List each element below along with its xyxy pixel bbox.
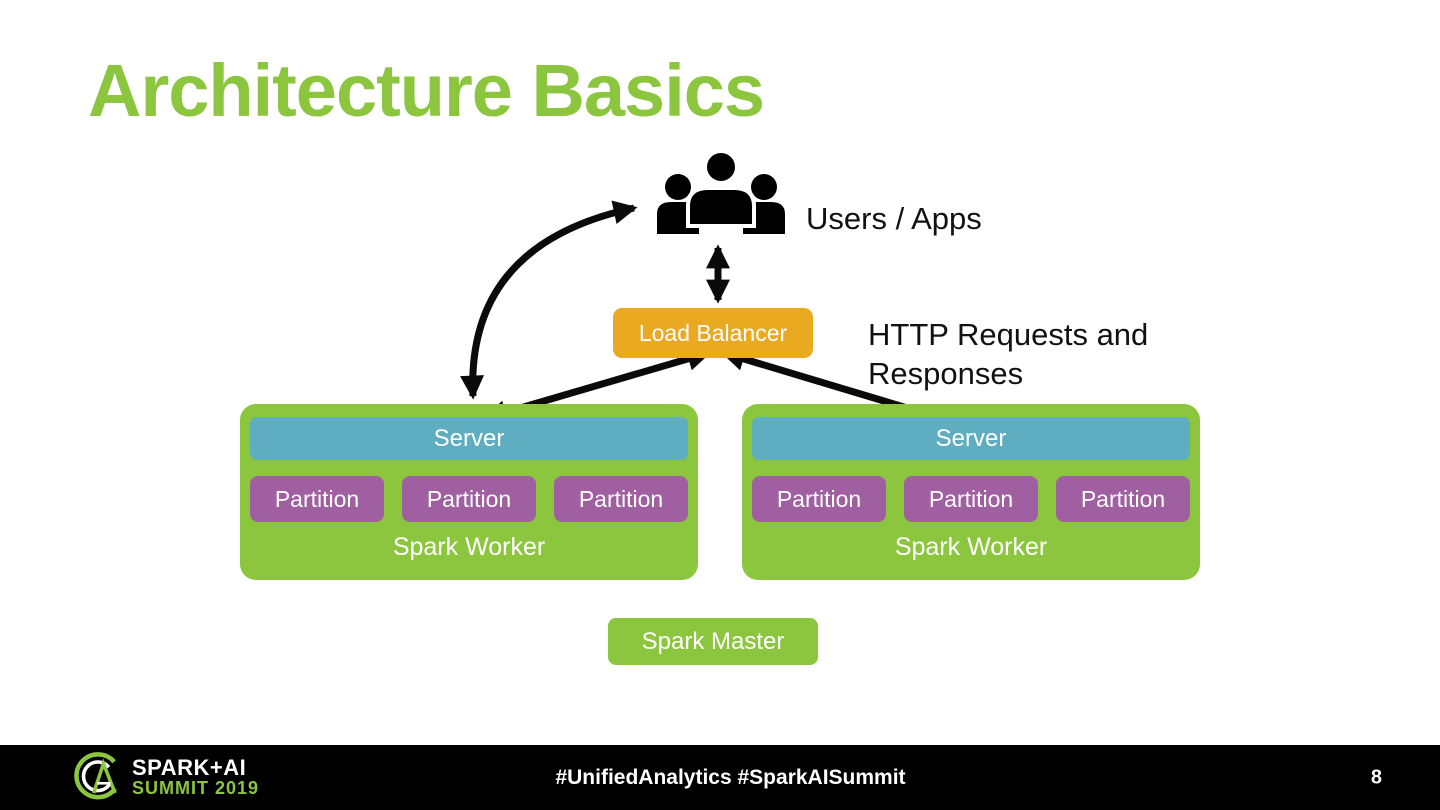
arrow-users-left-server-curved — [460, 200, 638, 400]
partition-box: Partition — [1056, 476, 1190, 522]
partition-row: Partition Partition Partition — [250, 476, 688, 522]
spark-worker-label: Spark Worker — [894, 533, 1048, 561]
logo-summit-2019: SUMMIT 2019 — [132, 778, 260, 799]
footer-hashtags: #UnifiedAnalytics #SparkAISummit — [555, 765, 906, 789]
summit-logo: SPARK+AI SUMMIT 2019 — [74, 752, 259, 802]
spark-worker-label: Spark Worker — [392, 533, 546, 561]
spark-worker-box-right: Server Partition Partition Partition Spa… — [742, 404, 1200, 580]
load-balancer-box: Load Balancer — [613, 308, 813, 358]
server-bar: Server — [752, 417, 1190, 460]
footer-bar: SPARK+AI SUMMIT 2019 #UnifiedAnalytics #… — [0, 745, 1440, 810]
users-apps-label: Users / Apps — [806, 201, 982, 236]
spark-master-box: Spark Master — [608, 618, 818, 665]
partition-box: Partition — [904, 476, 1038, 522]
spark-worker-box-left: Server Partition Partition Partition Spa… — [240, 404, 698, 580]
summit-logo-text: SPARK+AI SUMMIT 2019 — [132, 756, 259, 798]
users-group-icon — [657, 150, 785, 234]
page-number: 8 — [1370, 766, 1382, 788]
load-balancer-label: Load Balancer — [638, 319, 788, 346]
server-label: Server — [433, 424, 505, 452]
spark-ai-summit-monogram-icon — [74, 752, 117, 800]
partition-box: Partition — [752, 476, 886, 522]
partition-box: Partition — [554, 476, 688, 522]
server-label: Server — [935, 424, 1007, 452]
logo-spark-ai: SPARK+AI — [132, 755, 247, 780]
page-title: Architecture Basics — [88, 49, 765, 132]
spark-master-label: Spark Master — [641, 627, 785, 655]
partition-box: Partition — [402, 476, 536, 522]
server-bar: Server — [250, 417, 688, 460]
http-requests-label: HTTP Requests and Responses — [868, 317, 1149, 391]
partition-row: Partition Partition Partition — [752, 476, 1190, 522]
partition-box: Partition — [250, 476, 384, 522]
